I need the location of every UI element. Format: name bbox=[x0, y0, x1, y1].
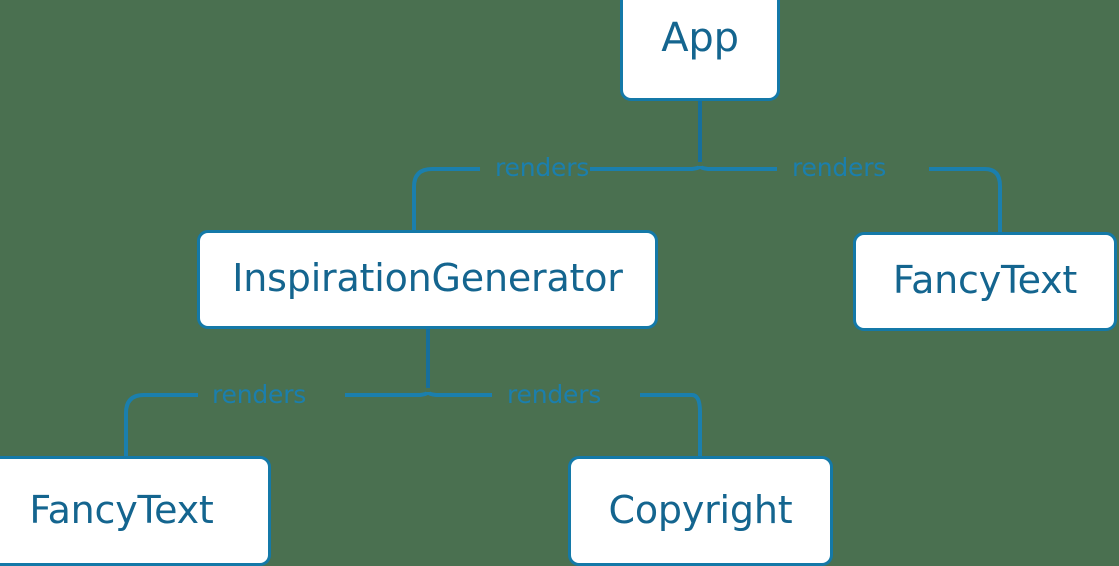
node-fancytext-left[interactable]: FancyText bbox=[0, 456, 271, 566]
node-fancytext-left-label: FancyText bbox=[29, 487, 214, 532]
node-copyright-label: Copyright bbox=[608, 487, 793, 532]
node-app-label: App bbox=[661, 15, 739, 61]
node-fancytext-right-label: FancyText bbox=[892, 258, 1078, 302]
edge-label-app-to-inspiration-generator: renders bbox=[495, 153, 590, 182]
edge-label-app-to-fancytext: renders bbox=[792, 153, 887, 182]
edge-label-inspiration-generator-to-copyright: renders bbox=[507, 380, 602, 409]
node-copyright[interactable]: Copyright bbox=[568, 456, 833, 566]
edge-label-inspiration-generator-to-fancytext: renders bbox=[212, 380, 307, 409]
node-fancytext-right[interactable]: FancyText bbox=[853, 232, 1117, 331]
node-app[interactable]: App bbox=[620, 0, 780, 101]
edge-inspiration-to-copyright bbox=[426, 391, 702, 456]
edge-app-to-fancytext-right bbox=[698, 165, 1002, 232]
node-inspiration-generator-label: InspirationGenerator bbox=[232, 256, 623, 300]
node-inspiration-generator[interactable]: InspirationGenerator bbox=[197, 230, 658, 329]
